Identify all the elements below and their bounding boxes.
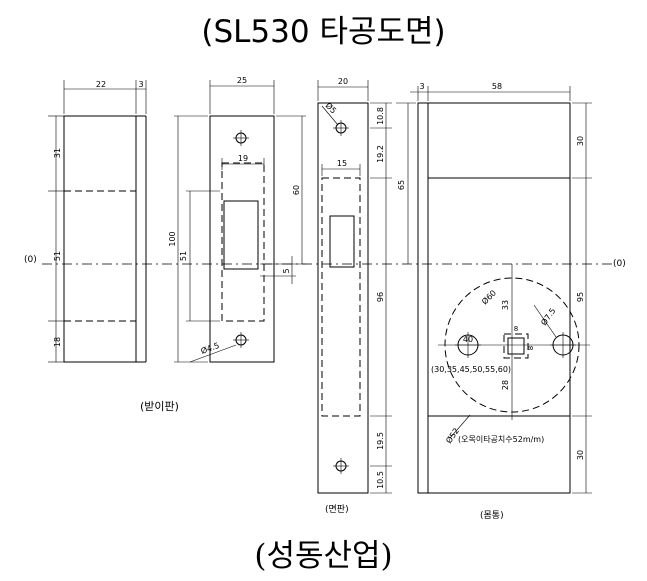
backset-options: (30,35,45,50,55,60) (431, 365, 511, 374)
dim-body-33: 33 (501, 300, 510, 310)
strike-front-latch-opening (223, 200, 259, 270)
dim-body-d60: Ø60 (479, 288, 498, 307)
caption-face-plate: (면판) (325, 504, 349, 515)
mortise-note: (오목이타공치수52m/m) (458, 434, 544, 444)
dim-strike-depth: 22 (96, 80, 106, 89)
strike-side-view: 22 3 31 51 18 (받이판) (48, 80, 179, 413)
dim-face-19-5: 19.5 (376, 432, 385, 450)
dim-face-19-2: 19.2 (376, 145, 385, 163)
body-face-flange (417, 102, 429, 494)
strike-front-outline (209, 115, 275, 363)
dim-body-d75: Ø7.5 (538, 306, 557, 327)
dim-face-10-8: 10.8 (376, 107, 385, 125)
dim-recess-length: 51 (179, 251, 188, 261)
spindle-square (507, 337, 525, 355)
dim-body-28: 28 (501, 380, 510, 390)
dim-face-10-5: 10.5 (376, 471, 385, 489)
dim-face-96: 96 (376, 292, 385, 302)
dim-strike-flange: 3 (138, 80, 143, 89)
dim-recess-width: 19 (238, 154, 248, 163)
lock-body-view: 3 58 65 30 95 30 33 28 40 8 8 Ø60 Ø7.5 (… (396, 82, 592, 521)
dim-face-15: 15 (337, 159, 347, 168)
caption-body: (몸통) (480, 510, 504, 521)
datum-label-right: (0) (613, 259, 626, 269)
dim-strike-60: 60 (292, 185, 301, 195)
dim-strike-length: 100 (168, 231, 177, 246)
dim-body-40: 40 (463, 335, 473, 344)
dim-body-width: 58 (492, 82, 502, 91)
caption-strike-plate: (받이판) (140, 400, 179, 413)
dim-strike-31: 31 (53, 148, 62, 158)
dim-strike-5: 5 (282, 268, 291, 273)
company-name: (성동산업) (254, 538, 393, 574)
dim-strike-width: 25 (237, 76, 247, 85)
face-plate-latch-opening (329, 215, 355, 268)
strike-front-view: 25 19 100 51 60 5 Ø4.5 (168, 76, 306, 363)
dim-body-30-bottom: 30 (576, 450, 585, 460)
dim-body-8a: 8 (514, 325, 518, 333)
datum-label-left: (0) (24, 255, 37, 265)
face-plate-view: 20 15 Ø5 10.8 19.2 96 19.5 10.5 (면판) (317, 77, 392, 515)
dim-strike-18: 18 (53, 337, 62, 347)
dim-strike-51a: 51 (53, 251, 62, 261)
dim-body-95: 95 (576, 292, 585, 302)
spindle-hidden (503, 333, 529, 359)
dim-body-65: 65 (397, 180, 406, 190)
face-plate-hidden-body (321, 177, 361, 417)
strike-side-outline (63, 115, 137, 363)
drawing-title: (SL530 타공도면) (201, 14, 446, 50)
strike-front-recess (221, 162, 265, 322)
body-outline (427, 102, 571, 494)
face-plate-outline (317, 102, 369, 494)
dim-body-flange: 3 (419, 82, 424, 91)
dim-body-30-top: 30 (576, 136, 585, 146)
dim-body-8b: 8 (527, 346, 535, 350)
dim-face-width: 20 (338, 77, 348, 86)
